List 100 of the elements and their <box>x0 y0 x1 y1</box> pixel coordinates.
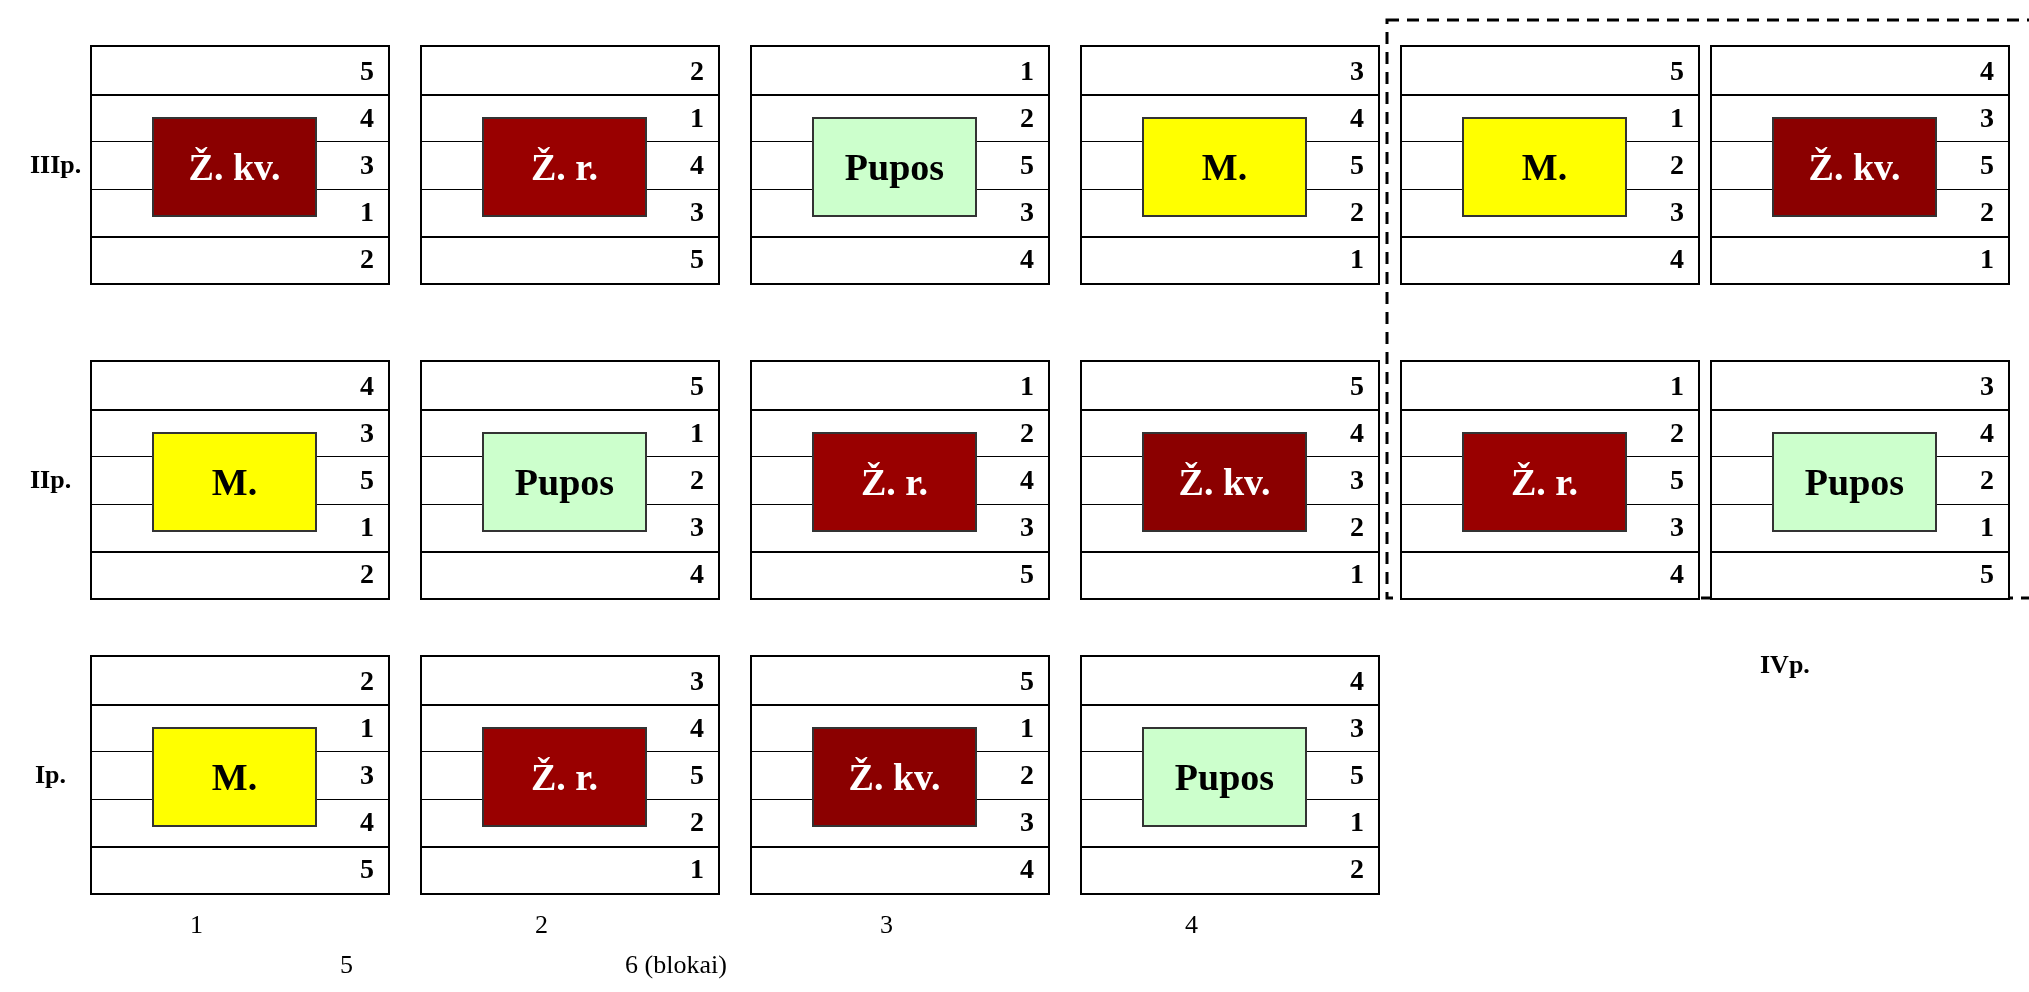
plot-block <box>420 655 720 895</box>
row-number: 1 <box>1020 711 1034 744</box>
plot-block <box>750 45 1050 285</box>
row-number: 4 <box>690 711 704 744</box>
row-number: 3 <box>1020 196 1034 229</box>
row-number: 1 <box>1980 511 1994 544</box>
row-number: 4 <box>690 558 704 591</box>
row-number: 4 <box>1350 416 1364 449</box>
variant-box: Ž. kv. <box>812 727 977 827</box>
variant-box: M. <box>1462 117 1627 217</box>
variant-box: Ž. r. <box>482 117 647 217</box>
row-number: 1 <box>360 711 374 744</box>
row-label: Ip. <box>35 760 67 790</box>
variant-box: M. <box>152 432 317 532</box>
region-label: IVp. <box>1760 650 1810 680</box>
row-number: 3 <box>1980 101 1994 134</box>
row-number: 2 <box>1980 464 1994 496</box>
row-number: 3 <box>690 664 704 697</box>
row-number: 1 <box>690 101 704 134</box>
row-number: 4 <box>1670 243 1684 276</box>
plot-block <box>1400 45 1700 285</box>
variant-box: Ž. kv. <box>1772 117 1937 217</box>
row-number: 1 <box>690 853 704 886</box>
plot-block <box>1400 360 1700 600</box>
row-number: 3 <box>1350 464 1364 496</box>
variant-box: Ž. r. <box>1462 432 1627 532</box>
row-number: 2 <box>1350 511 1364 544</box>
row-number: 4 <box>690 149 704 181</box>
row-number: 3 <box>1020 511 1034 544</box>
variant-box: Pupos <box>1772 432 1937 532</box>
row-number: 1 <box>1670 101 1684 134</box>
plot-block <box>90 360 390 600</box>
variant-box: M. <box>1142 117 1307 217</box>
column-number: 4 <box>1185 910 1198 940</box>
row-number: 4 <box>1350 101 1364 134</box>
row-number: 5 <box>1020 149 1034 181</box>
row-number: 4 <box>1020 853 1034 886</box>
variant-box: Ž. r. <box>482 727 647 827</box>
plot-block <box>1710 360 2010 600</box>
row-number: 4 <box>1350 664 1364 697</box>
row-number: 2 <box>360 664 374 697</box>
axis-label: 5 <box>340 950 353 980</box>
row-number: 3 <box>1020 806 1034 839</box>
plot-block <box>750 360 1050 600</box>
plot-block <box>420 360 720 600</box>
plot-block <box>420 45 720 285</box>
plot-block <box>90 45 390 285</box>
variant-box: Ž. kv. <box>1142 432 1307 532</box>
row-number: 5 <box>690 759 704 791</box>
row-number: 1 <box>360 511 374 544</box>
row-number: 2 <box>1670 416 1684 449</box>
variant-box: Pupos <box>482 432 647 532</box>
column-number: 3 <box>880 910 893 940</box>
row-number: 3 <box>360 759 374 791</box>
row-number: 3 <box>1350 54 1364 87</box>
row-number: 1 <box>1980 243 1994 276</box>
row-number: 4 <box>1980 416 1994 449</box>
row-number: 4 <box>1670 558 1684 591</box>
row-number: 4 <box>1020 243 1034 276</box>
row-number: 1 <box>1350 243 1364 276</box>
row-number: 1 <box>1670 369 1684 402</box>
row-number: 2 <box>1350 196 1364 229</box>
variant-box: Pupos <box>812 117 977 217</box>
row-number: 3 <box>690 196 704 229</box>
variant-box: Ž. r. <box>812 432 977 532</box>
row-number: 5 <box>1350 149 1364 181</box>
row-number: 5 <box>1350 369 1364 402</box>
row-number: 3 <box>1670 196 1684 229</box>
row-number: 2 <box>1020 416 1034 449</box>
row-number: 3 <box>360 149 374 181</box>
plot-block <box>1710 45 2010 285</box>
row-number: 1 <box>1020 369 1034 402</box>
row-number: 5 <box>1670 54 1684 87</box>
variant-box: M. <box>152 727 317 827</box>
row-number: 5 <box>690 369 704 402</box>
row-number: 1 <box>1020 54 1034 87</box>
variant-box: Pupos <box>1142 727 1307 827</box>
row-number: 1 <box>1350 558 1364 591</box>
row-number: 2 <box>690 806 704 839</box>
row-number: 5 <box>1670 464 1684 496</box>
row-number: 2 <box>360 243 374 276</box>
row-label: IIp. <box>30 465 72 495</box>
axis-label: 6 (blokai) <box>625 950 727 980</box>
row-number: 1 <box>360 196 374 229</box>
row-label: IIIp. <box>30 150 82 180</box>
plot-block <box>1080 360 1380 600</box>
plot-block <box>750 655 1050 895</box>
column-number: 1 <box>190 910 203 940</box>
row-number: 4 <box>360 806 374 839</box>
row-number: 4 <box>1020 464 1034 496</box>
row-number: 2 <box>1020 759 1034 791</box>
row-number: 3 <box>1980 369 1994 402</box>
row-number: 5 <box>1980 149 1994 181</box>
plot-block <box>1080 655 1380 895</box>
row-number: 4 <box>1980 54 1994 87</box>
row-number: 2 <box>1020 101 1034 134</box>
row-number: 5 <box>360 853 374 886</box>
row-number: 5 <box>1980 558 1994 591</box>
row-number: 2 <box>360 558 374 591</box>
row-number: 2 <box>1350 853 1364 886</box>
